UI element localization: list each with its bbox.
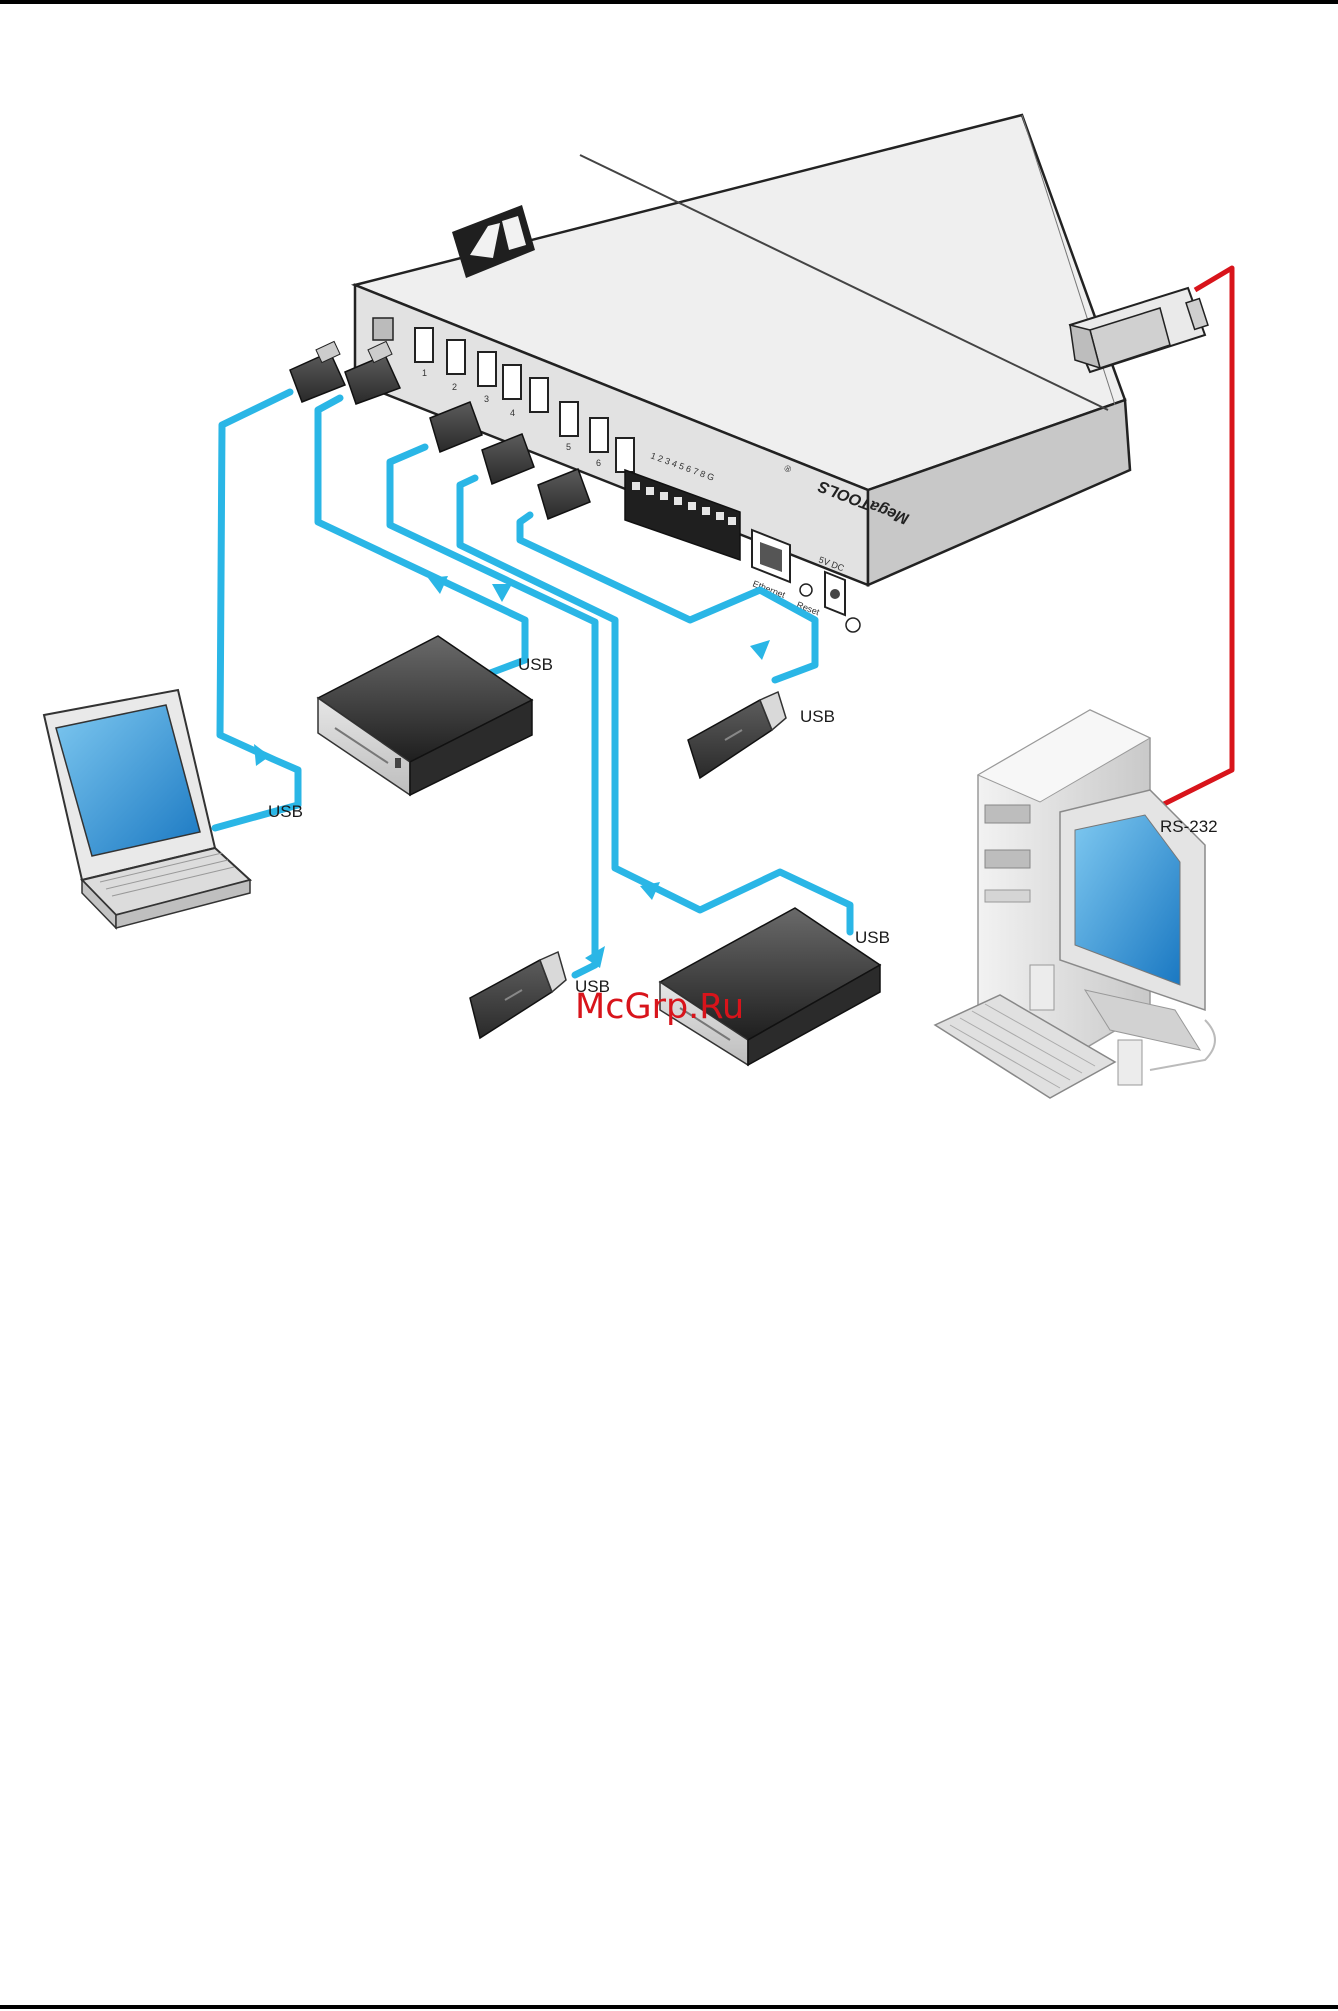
usb-label-laptop: USB (268, 802, 303, 821)
usb-label-player1: USB (518, 655, 553, 674)
arrow-icon (492, 584, 512, 602)
speaker-right (1118, 1040, 1142, 1085)
watermark: McGrp.Ru (575, 987, 744, 1027)
usb-plug (290, 341, 345, 402)
reset-button-icon (800, 584, 812, 596)
usb-label-player2: USB (855, 928, 890, 947)
port-number: 5 (566, 442, 571, 452)
db9-connector-icon (1070, 288, 1208, 372)
rs232-cable (1152, 268, 1232, 810)
usb-flash-drive-right (688, 692, 786, 778)
arrow-icon (750, 640, 770, 660)
megatools-device: 1 2 3 4 5 6 1 2 3 4 5 6 7 8 G (355, 115, 1130, 632)
speaker-left (1030, 965, 1054, 1010)
port-number: 2 (452, 382, 457, 392)
arrow-icon (254, 744, 270, 766)
usb-flash-drive-bottom (470, 952, 566, 1038)
port-number: 4 (510, 408, 515, 418)
bottom-border-rule (0, 2005, 1338, 2009)
port-number: 3 (484, 394, 489, 404)
port-number: 1 (422, 368, 427, 378)
rs232-label: RS-232 (1160, 817, 1218, 836)
desktop-computer (935, 710, 1215, 1098)
media-player-top (318, 636, 532, 795)
usb-plug (538, 469, 590, 519)
port-number: 6 (596, 458, 601, 468)
usb-label-stick-right: USB (800, 707, 835, 726)
